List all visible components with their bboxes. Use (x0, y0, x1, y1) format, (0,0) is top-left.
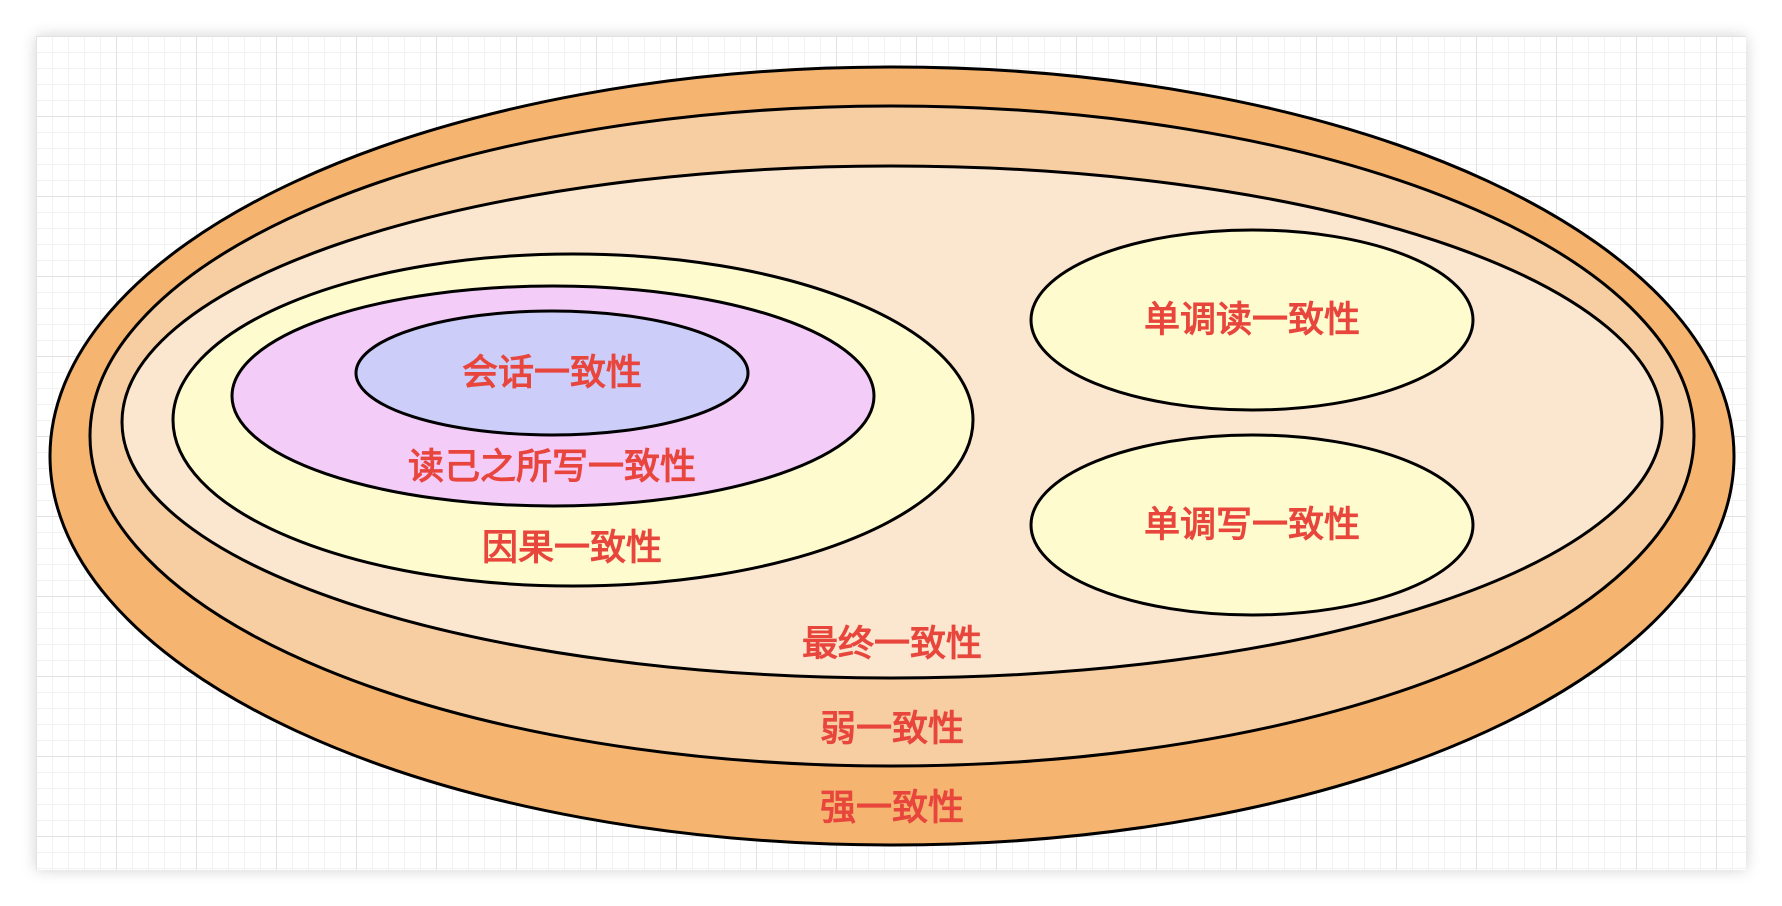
causal-consistency-label: 因果一致性 (482, 528, 662, 569)
monotonic-write-label: 单调写一致性 (1144, 505, 1360, 546)
session-consistency-label: 会话一致性 (462, 353, 642, 394)
weak-consistency-label: 弱一致性 (820, 709, 964, 750)
strong-consistency-label: 强一致性 (820, 788, 964, 829)
read-your-writes-label: 读己之所写一致性 (408, 447, 696, 488)
session-consistency-ellipse (354, 309, 750, 437)
eventual-consistency-label: 最终一致性 (802, 624, 982, 665)
monotonic-write-ellipse (1029, 433, 1475, 617)
monotonic-read-label: 单调读一致性 (1144, 300, 1360, 341)
monotonic-read-ellipse (1029, 228, 1475, 412)
